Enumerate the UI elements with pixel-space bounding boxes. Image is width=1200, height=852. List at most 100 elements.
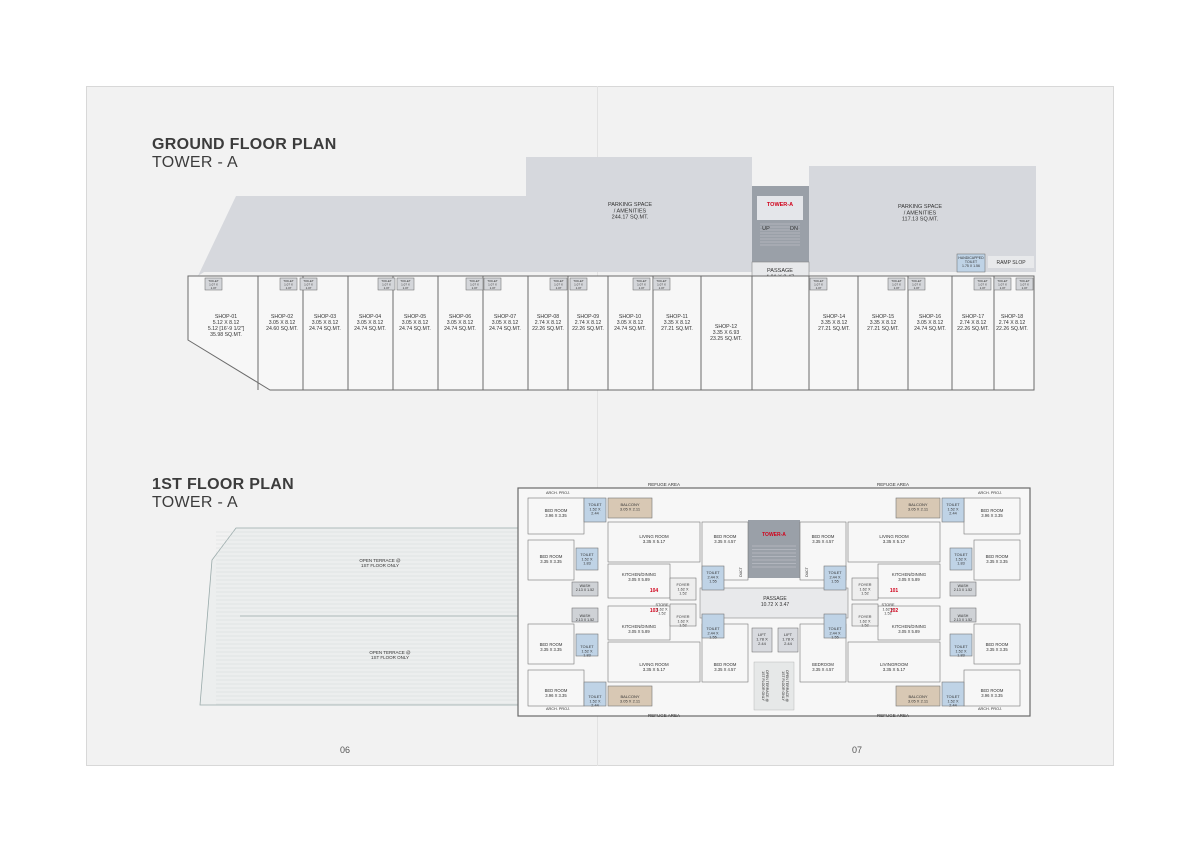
first-floor-subtitle: TOWER - A [152,494,238,512]
shop-toilet [973,277,992,291]
first-stair-core [748,520,800,578]
terrace-label-upper: OPEN TERRACE @1ST FLOOR ONLY [359,558,401,568]
flat-number: 101 [890,588,899,594]
shop-toilet [396,277,415,291]
wash [571,607,599,623]
arch-proj-label: ARCH. PROJ. [978,491,1002,495]
ramp-label: RAMP SLOP [996,260,1026,266]
core-terrace-label-a: OPEN TERRACE @1ST FLOOR ONLY [761,670,769,703]
foyer [851,577,879,601]
bed-room-335 [527,539,575,581]
refuge-label-bottom-right: REFUGE AREA [877,713,909,718]
first-tower-label: TOWER-A [762,532,786,538]
parking-area [198,157,752,276]
bed-room-335 [973,539,1021,581]
tower-a-label: TOWER-A [767,202,793,208]
arch-proj-label: ARCH. PROJ. [546,491,570,495]
stair-down-label: DN [790,226,798,232]
ground-floor-title-block: GROUND FLOOR PLAN TOWER - A [152,136,337,173]
shop-toilet [1015,277,1034,291]
kitchen-dining [877,605,941,641]
toilet-183 [575,633,599,657]
bed-room-335 [527,623,575,665]
shop-toilet [299,277,318,291]
shop-toilet [204,277,223,291]
flat-number: 103 [650,608,659,614]
shop-toilet [907,277,926,291]
flat-number: 102 [890,608,899,614]
foyer [851,603,879,627]
toilet-152 [941,497,965,523]
toilet-183 [575,547,599,571]
refuge-label-top-left: REFUGE AREA [648,482,680,487]
core-terrace-strip [753,661,795,711]
balcony [607,685,653,707]
ramp-box [988,256,1034,268]
tower-label-box [757,196,803,220]
shop-toilet [377,277,396,291]
page-number-right: 07 [852,745,863,755]
shop-toilet [652,277,671,291]
toilet-183 [949,547,973,571]
first-floor-title-block: 1ST FLOOR PLAN TOWER - A [152,476,294,513]
balcony [895,497,941,519]
shop-toilet [549,277,568,291]
shop-toilet [809,277,828,291]
balcony [895,685,941,707]
shop-toilet [465,277,484,291]
kitchen-dining [607,605,671,641]
living-room [607,521,701,563]
flat-number: 104 [650,588,659,594]
bed-room-356 [527,669,585,707]
